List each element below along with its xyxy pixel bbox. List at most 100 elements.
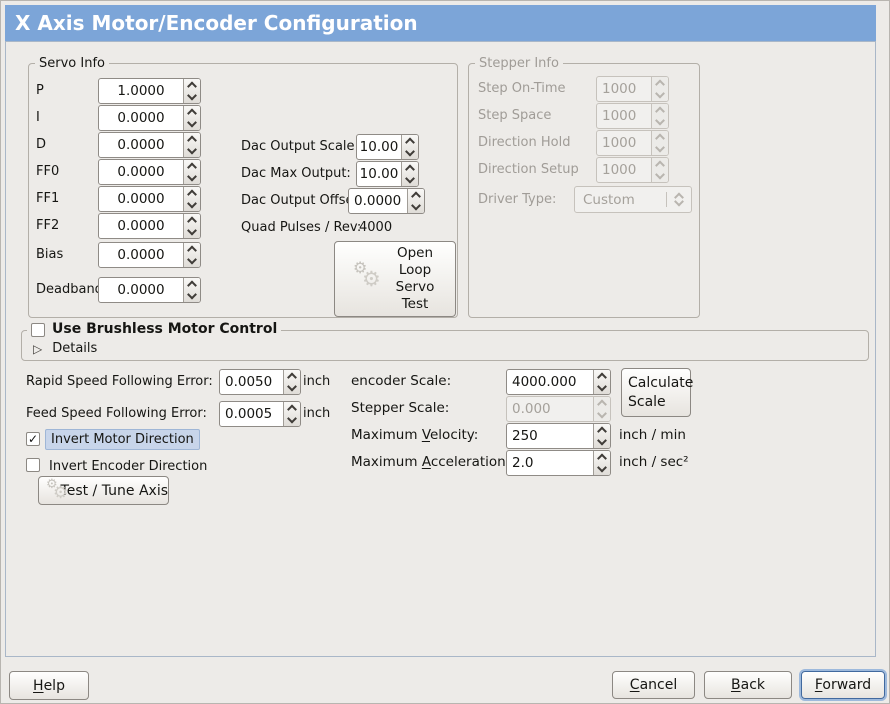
spin-down-button[interactable] — [184, 144, 200, 157]
spin-down-button[interactable] — [184, 198, 200, 211]
spin-up-button[interactable] — [184, 79, 200, 92]
ff0-spinbox[interactable]: 0.0000 — [98, 159, 201, 185]
invert-encoder-direction-checkbox[interactable] — [26, 458, 40, 472]
servo-info-frame — [28, 63, 458, 318]
bias-spinner[interactable] — [183, 243, 200, 267]
test-tune-axis-button[interactable]: ⚙⚙ Test / Tune Axis — [38, 476, 169, 505]
spin-down-button[interactable] — [184, 117, 200, 130]
d-spinbox[interactable]: 0.0000 — [98, 132, 201, 158]
ff0-value[interactable]: 0.0000 — [117, 164, 165, 180]
p-spinner[interactable] — [183, 79, 200, 103]
ff0-spinner[interactable] — [183, 160, 200, 184]
spin-up-button[interactable] — [184, 187, 200, 200]
forward-button[interactable]: Forward — [801, 671, 885, 699]
spin-down-button[interactable] — [594, 381, 610, 394]
ff2-spinbox[interactable]: 0.0000 — [98, 213, 201, 239]
spin-down-button[interactable] — [184, 171, 200, 184]
dac-output-scale-spinner[interactable] — [401, 135, 418, 159]
ff2-spinner[interactable] — [183, 214, 200, 238]
encoder-scale-spinner[interactable] — [593, 370, 610, 394]
forward-label: Forward — [814, 677, 872, 693]
rapid-following-error-value[interactable]: 0.0050 — [225, 374, 273, 390]
stepper-info-frame-label: Stepper Info — [475, 56, 563, 71]
spin-down-button[interactable] — [184, 289, 200, 302]
spin-up-button[interactable] — [184, 243, 200, 256]
encoder-scale-spinbox[interactable]: 4000.000 — [506, 369, 611, 395]
spin-down-button[interactable] — [594, 435, 610, 448]
spin-down-button[interactable] — [594, 462, 610, 475]
invert-motor-direction-checkbox[interactable]: ✓ — [26, 432, 40, 446]
spin-up-button[interactable] — [594, 451, 610, 464]
expander-triangle-icon[interactable]: ▷ — [33, 342, 43, 356]
ff1-spinbox[interactable]: 0.0000 — [98, 186, 201, 212]
bias-spinbox[interactable]: 0.0000 — [98, 242, 201, 268]
help-button[interactable]: Help — [9, 671, 89, 700]
dac-max-output-spinner[interactable] — [401, 162, 418, 186]
dac-output-offset-spinbox[interactable]: 0.0000 — [348, 188, 425, 214]
dac-output-offset-spinner[interactable] — [407, 189, 424, 213]
spin-up-button[interactable] — [184, 214, 200, 227]
spin-up-button[interactable] — [402, 162, 418, 175]
d-spinner[interactable] — [183, 133, 200, 157]
spin-up-button[interactable] — [184, 106, 200, 119]
bias-value[interactable]: 0.0000 — [117, 247, 165, 263]
spin-up-button[interactable] — [594, 424, 610, 437]
spin-down-button[interactable] — [402, 173, 418, 186]
dac-max-output-value[interactable]: 10.00 — [359, 166, 399, 182]
spin-up-button[interactable] — [184, 133, 200, 146]
i-value[interactable]: 0.0000 — [117, 110, 165, 126]
cancel-button[interactable]: Cancel — [612, 671, 695, 699]
ff2-value[interactable]: 0.0000 — [117, 218, 165, 234]
encoder-scale-value[interactable]: 4000.000 — [512, 374, 577, 390]
spin-down-button[interactable] — [184, 225, 200, 238]
details-expander[interactable]: ▷ Details — [33, 341, 97, 357]
rapid-following-error-spinner[interactable] — [283, 370, 300, 394]
back-button[interactable]: Back — [704, 671, 792, 699]
dac-output-scale-value[interactable]: 10.00 — [359, 139, 399, 155]
spin-down-button[interactable] — [184, 254, 200, 267]
spin-up-button[interactable] — [284, 402, 300, 415]
spin-down-button[interactable] — [284, 381, 300, 394]
deadband-spinner[interactable] — [183, 278, 200, 302]
spin-down-button[interactable] — [408, 200, 424, 213]
deadband-value[interactable]: 0.0000 — [117, 282, 165, 298]
i-spinner[interactable] — [183, 106, 200, 130]
deadband-spinbox[interactable]: 0.0000 — [98, 277, 201, 303]
dac-max-output-spinbox[interactable]: 10.00 — [356, 161, 419, 187]
spin-down-button[interactable] — [402, 146, 418, 159]
feed-following-error-spinbox[interactable]: 0.0005 — [219, 401, 301, 427]
spin-up-button[interactable] — [408, 189, 424, 202]
spin-up-button[interactable] — [184, 160, 200, 173]
ff1-value[interactable]: 0.0000 — [117, 191, 165, 207]
calculate-scale-button[interactable]: Calculate Scale — [621, 368, 693, 417]
maximum-velocity-spinbox[interactable]: 250 — [506, 423, 611, 449]
invert-encoder-direction-label[interactable]: Invert Encoder Direction — [49, 459, 208, 474]
maximum-velocity-spinner[interactable] — [593, 424, 610, 448]
spin-down-button[interactable] — [284, 413, 300, 426]
spin-up-button[interactable] — [284, 370, 300, 383]
step-space-spinner — [651, 104, 668, 128]
maximum-velocity-value[interactable]: 250 — [512, 428, 538, 444]
maximum-acceleration-spinner[interactable] — [593, 451, 610, 475]
spin-up-button[interactable] — [402, 135, 418, 148]
p-spinbox[interactable]: 1.0000 — [98, 78, 201, 104]
spin-up-button[interactable] — [184, 278, 200, 291]
i-spinbox[interactable]: 0.0000 — [98, 105, 201, 131]
feed-following-error-spinner[interactable] — [283, 402, 300, 426]
d-value[interactable]: 0.0000 — [117, 137, 165, 153]
spin-down-button[interactable] — [184, 90, 200, 103]
use-brushless-checkbox[interactable] — [31, 322, 45, 337]
spin-up-button — [594, 397, 610, 410]
dac-output-offset-value[interactable]: 0.0000 — [354, 193, 402, 209]
spin-up-button[interactable] — [594, 370, 610, 383]
invert-motor-direction-label[interactable]: Invert Motor Direction — [45, 429, 200, 450]
dac-output-scale-spinbox[interactable]: 10.00 — [356, 134, 419, 160]
open-loop-servo-test-button[interactable]: ⚙⚙ Open Loop Servo Test — [334, 241, 456, 317]
rapid-following-error-spinbox[interactable]: 0.0050 — [219, 369, 301, 395]
ff1-spinner[interactable] — [183, 187, 200, 211]
feed-following-error-value[interactable]: 0.0005 — [225, 406, 273, 422]
p-value[interactable]: 1.0000 — [117, 83, 165, 99]
maximum-acceleration-value[interactable]: 2.0 — [512, 455, 534, 471]
spin-down-button — [652, 88, 668, 101]
maximum-acceleration-spinbox[interactable]: 2.0 — [506, 450, 611, 476]
